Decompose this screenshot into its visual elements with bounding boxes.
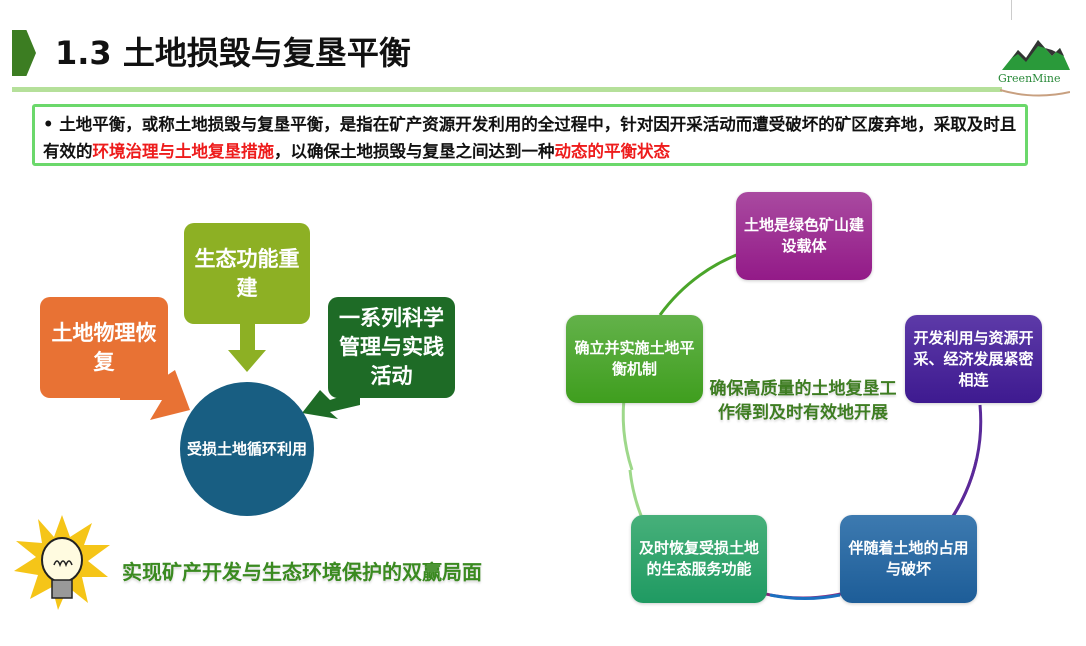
definition-text: • 土地平衡，或称土地损毁与复垦平衡，是指在矿产资源开发利用的全过程中，针对因开… bbox=[43, 115, 1017, 161]
arrow-lightgreen bbox=[228, 320, 266, 372]
cycle-center-text: 确保高质量的土地复垦工作得到及时有效地开展 bbox=[709, 379, 897, 423]
logo-text: GreenMine bbox=[998, 72, 1061, 85]
definition-highlight: 动态的平衡状态 bbox=[554, 142, 671, 161]
page-title: 1.3 土地损毁与复垦平衡 bbox=[55, 34, 411, 72]
cycle-node-mechanism: 确立并实施土地平衡机制 bbox=[566, 315, 703, 403]
logo-swoosh bbox=[1000, 89, 1070, 97]
greenmine-logo: GreenMine bbox=[998, 36, 1072, 98]
cycle-arc-bottom bbox=[769, 593, 841, 600]
definition-box: • 土地平衡，或称土地损毁与复垦平衡，是指在矿产资源开发利用的全过程中，针对因开… bbox=[32, 104, 1028, 166]
cycle-node-occupation: 伴随着土地的占用与破坏 bbox=[840, 515, 977, 603]
hub-circle: 受损土地循环利用 bbox=[180, 382, 314, 516]
title-underline bbox=[12, 87, 1002, 92]
box-ecological-rebuild: 生态功能重建 bbox=[184, 223, 310, 324]
slogan: 实现矿产开发与生态环境保护的双赢局面 bbox=[122, 560, 482, 584]
cycle-node-restoration: 及时恢复受损土地的生态服务功能 bbox=[631, 515, 767, 603]
lightbulb-icon bbox=[14, 515, 110, 610]
mountain-icon bbox=[1002, 40, 1070, 70]
cycle-node-carrier: 土地是绿色矿山建设载体 bbox=[736, 192, 872, 280]
box-management-practice: 一系列科学管理与实践活动 bbox=[328, 297, 455, 398]
definition-highlight: 环境治理与土地复垦措施 bbox=[92, 142, 275, 161]
divider bbox=[1011, 0, 1012, 20]
definition-text: ，以确保土地损毁与复垦之间达到一种 bbox=[274, 142, 555, 161]
cycle-node-development: 开发利用与资源开采、经济发展紧密相连 bbox=[905, 315, 1042, 403]
box-physical-restoration: 土地物理恢复 bbox=[40, 297, 168, 398]
